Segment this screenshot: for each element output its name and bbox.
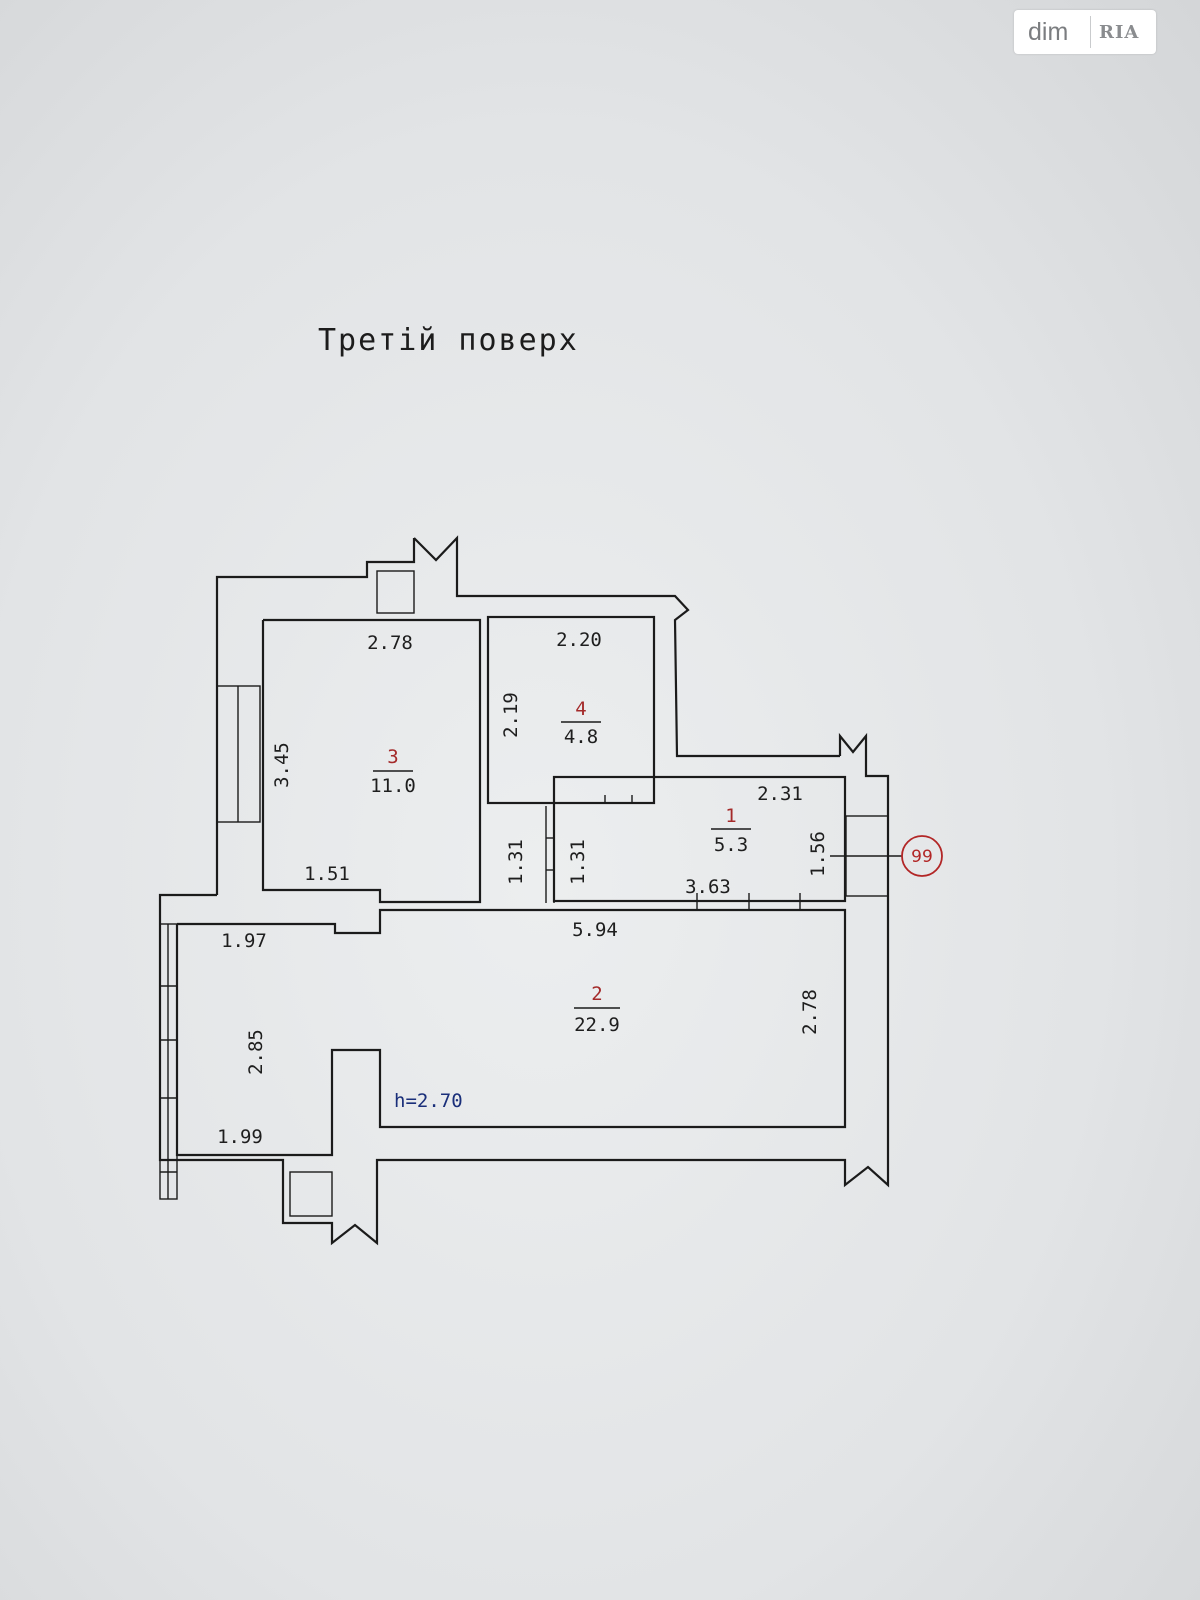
floor-title: Третiй поверх xyxy=(318,323,579,358)
dim-room3-right: 1.31 xyxy=(505,839,527,885)
room-2-outline xyxy=(175,908,847,1157)
dim-room1-left: 1.31 xyxy=(567,839,589,885)
room-1-number: 1 xyxy=(725,805,736,827)
room-3-outline xyxy=(261,618,482,904)
room-4-number: 4 xyxy=(575,698,586,720)
room-1-outline xyxy=(552,775,847,903)
dim-room3-top: 2.78 xyxy=(367,632,413,654)
corridor-door xyxy=(545,806,555,903)
room-4-outline xyxy=(486,615,656,805)
dim-room3-bottom: 1.51 xyxy=(304,863,350,885)
dim-room4-top: 2.20 xyxy=(556,629,602,651)
ceiling-height-label: h=2.70 xyxy=(394,1090,463,1112)
dim-ria-watermark-logo: dim RIA xyxy=(1014,10,1156,54)
dim-room2-left: 2.85 xyxy=(245,1029,267,1075)
dim-room4-left: 2.19 xyxy=(500,692,522,738)
dim-room1-top: 2.31 xyxy=(757,783,803,805)
room-3-area: 11.0 xyxy=(370,775,416,797)
dim-room2-top-left: 1.97 xyxy=(221,930,267,952)
apartment-number-badge xyxy=(901,835,943,877)
room-3-number: 3 xyxy=(387,746,398,768)
dim-room2-top: 5.94 xyxy=(572,919,618,941)
room-2-area: 22.9 xyxy=(574,1014,620,1036)
dim-room2-bottom-left: 1.99 xyxy=(217,1126,263,1148)
room-1-area: 5.3 xyxy=(714,834,748,856)
watermark-ria-text: RIA xyxy=(1099,21,1140,43)
watermark-divider xyxy=(1090,16,1091,48)
dim-room1-bottom: 3.63 xyxy=(685,876,731,898)
dim-room1-right: 1.56 xyxy=(807,831,829,877)
room-2-number: 2 xyxy=(591,983,602,1005)
dim-room3-left: 3.45 xyxy=(271,742,293,788)
dim-room2-right: 2.78 xyxy=(799,989,821,1035)
watermark-dim-text: dim xyxy=(1028,17,1069,46)
apartment-number-badge-text: 99 xyxy=(911,847,933,867)
room-4-area: 4.8 xyxy=(564,726,598,748)
